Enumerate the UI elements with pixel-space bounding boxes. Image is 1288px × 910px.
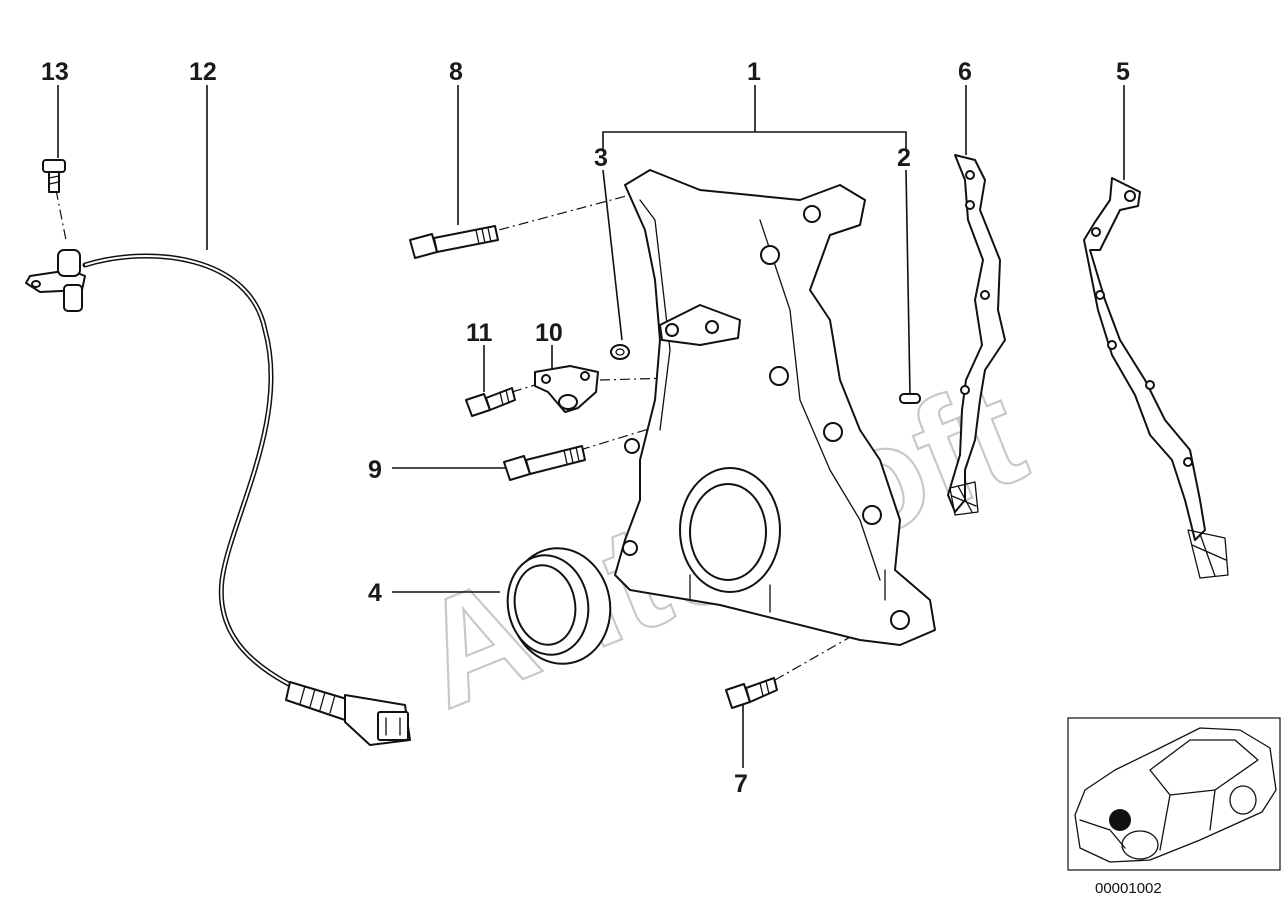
vehicle-locator-thumbnail: 00001002	[1067, 717, 1281, 897]
bracket-part-10	[534, 365, 599, 413]
callout-10: 10	[535, 319, 563, 347]
callout-2: 2	[897, 144, 911, 172]
dowel-part-3	[610, 344, 630, 360]
callout-13: 13	[41, 58, 69, 86]
callout-6: 6	[958, 58, 972, 86]
callout-3: 3	[594, 144, 608, 172]
gasket-part-6	[947, 154, 1006, 516]
bolt-part-7	[725, 677, 778, 709]
timing-cover-part-1	[614, 169, 936, 646]
location-marker	[1109, 809, 1131, 831]
callout-5: 5	[1116, 58, 1130, 86]
callout-1: 1	[747, 58, 761, 86]
seal-part-4	[506, 547, 612, 665]
diagram-code: 00001002	[1095, 880, 1162, 897]
bolt-part-11	[465, 387, 516, 417]
bolt-part-8	[409, 225, 499, 259]
pin-part-2	[899, 393, 921, 404]
bolt-part-9	[503, 445, 586, 481]
callout-labels: 13 12 8 1 6 5 3 2 11 10 9 4 7	[41, 58, 1130, 798]
car-outline	[1074, 727, 1277, 863]
callout-4: 4	[368, 579, 382, 607]
sensor-cable-part-12	[25, 249, 411, 746]
callout-12: 12	[189, 58, 217, 86]
callout-9: 9	[368, 456, 382, 484]
callout-8: 8	[449, 58, 463, 86]
screw-part-13	[42, 159, 66, 193]
callout-7: 7	[734, 770, 748, 798]
gasket-part-5	[1083, 177, 1229, 579]
callout-11: 11	[466, 319, 493, 347]
